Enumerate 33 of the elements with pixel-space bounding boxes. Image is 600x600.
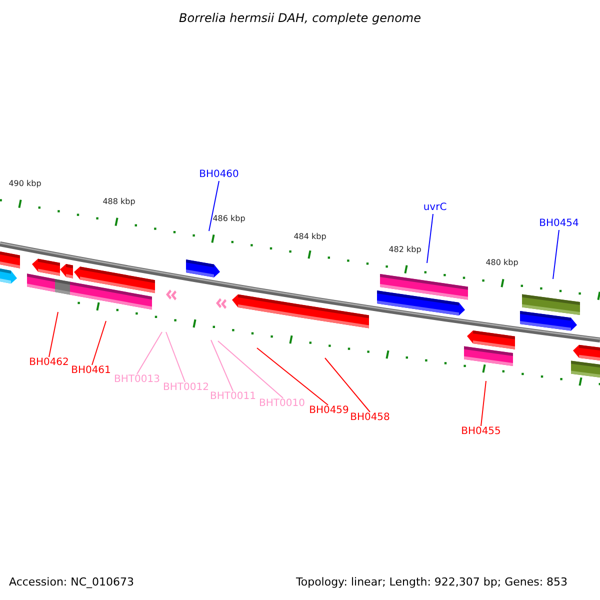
scale-label: 490 kbp: [8, 180, 42, 188]
footer-text: Topology: linear; Length: 922,307 bp; Genes: 853: [296, 576, 568, 588]
leader-line: [480, 380, 486, 426]
gene-label: BH0455: [461, 427, 501, 437]
gene-label: BH0462: [29, 358, 69, 368]
scale-label: 488 kbp: [102, 198, 136, 206]
gene-label: BH0461: [71, 366, 111, 376]
leader-line: [136, 332, 162, 374]
leader-line: [324, 358, 370, 412]
leader-line: [552, 230, 560, 280]
leader-line: [208, 180, 220, 232]
gene-label: BH0454: [539, 219, 579, 229]
leader-line: [426, 214, 434, 264]
gene-label: BHT0012: [163, 383, 209, 393]
scale-label: 480 kbp: [486, 259, 518, 267]
scale-label: 484 kbp: [294, 233, 326, 241]
leader-line: [48, 312, 58, 358]
scale-label: 482 kbp: [388, 246, 422, 254]
gene-label: BH0460: [199, 170, 239, 180]
leader-line: [256, 348, 328, 406]
scale-label: 486 kbp: [212, 215, 246, 223]
footer-text: Accession: NC_010673: [9, 576, 134, 588]
gene-label: BH0458: [350, 413, 390, 423]
gene-label: BHT0013: [114, 375, 160, 385]
gene-label: BHT0011: [210, 392, 256, 402]
gene-label: BHT0010: [259, 399, 305, 409]
leader-line: [218, 340, 284, 398]
leader-line: [92, 320, 106, 366]
gene-label: uvrC: [423, 203, 447, 213]
gene-label: BH0459: [309, 406, 349, 416]
chart-title: Borrelia hermsii DAH, complete genome: [179, 12, 421, 24]
leader-line: [166, 332, 186, 382]
leader-line: [210, 340, 234, 392]
